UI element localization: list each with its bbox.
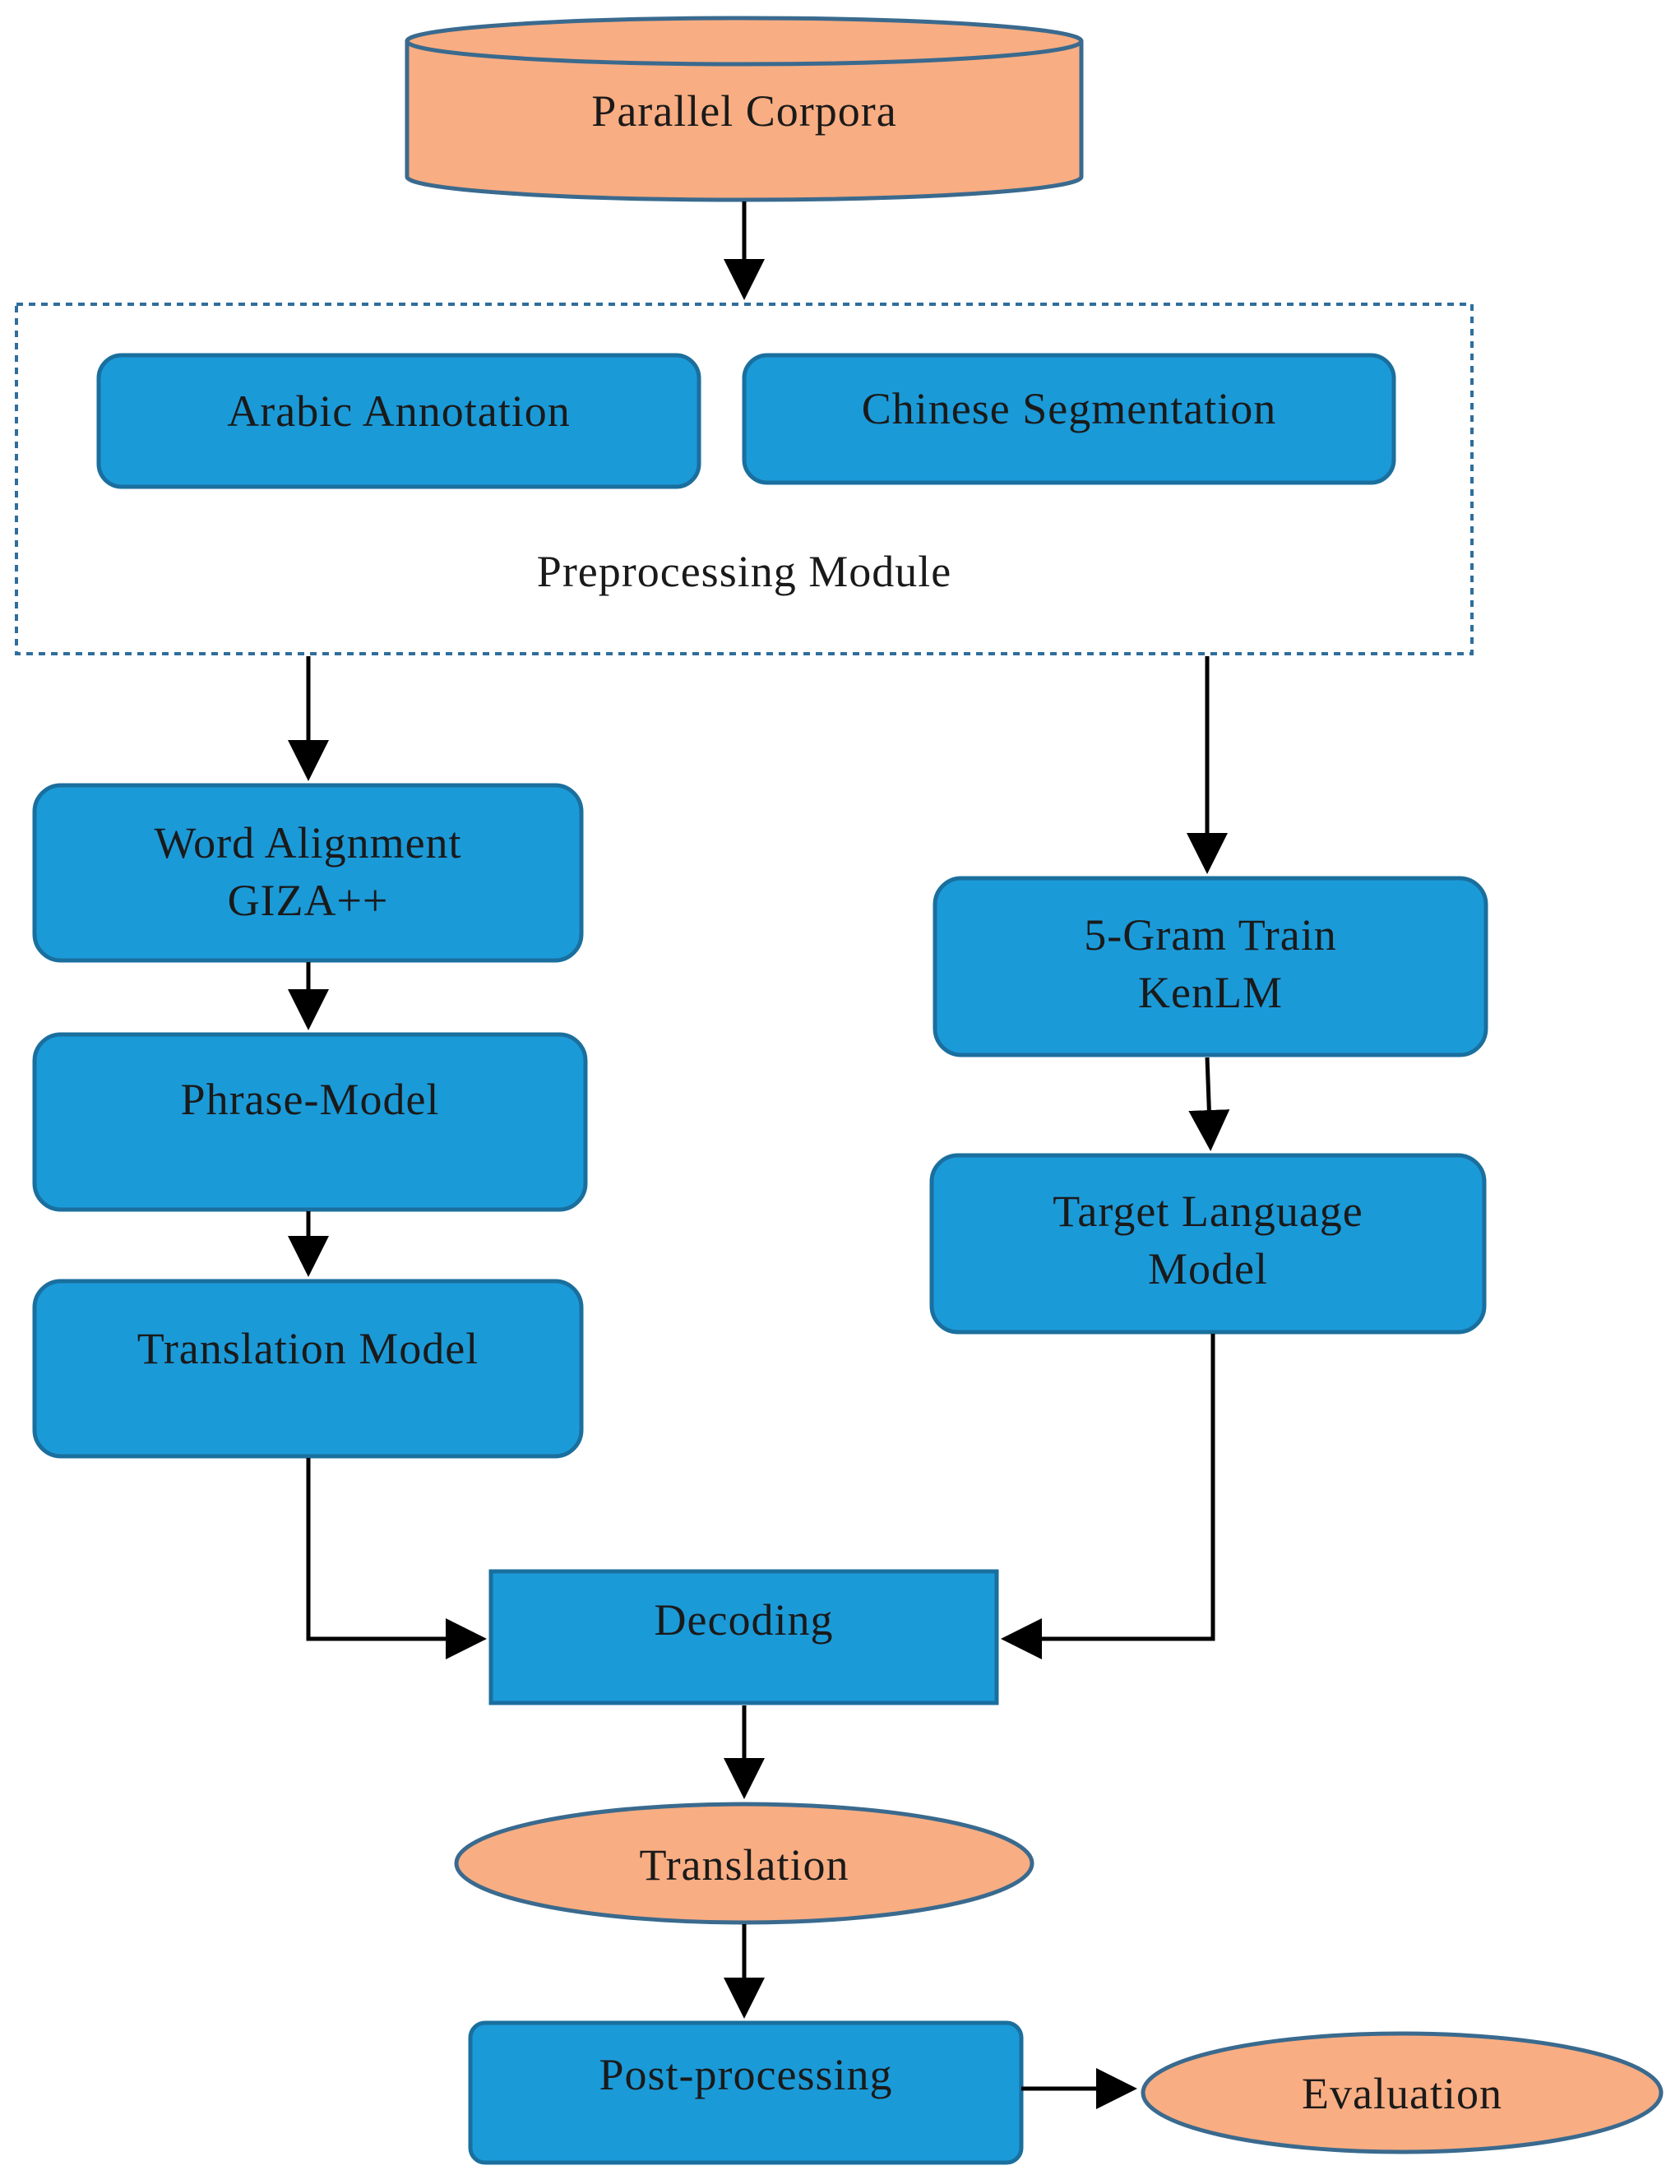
translation-ellipse [454, 1802, 1034, 1925]
target-lm-label-line2: Model [1148, 1244, 1268, 1293]
decoding-label: Decoding [654, 1595, 834, 1645]
word-alignment-label-line2: GIZA++ [227, 876, 389, 925]
arrow-five-gram-to-target-lm [1188, 1057, 1230, 1151]
five-gram-label-line2: KenLM [1138, 968, 1283, 1017]
arabic-annotation-box [96, 353, 701, 489]
post-processing-label: Post-processing [599, 2050, 893, 2099]
five-gram-train-box [933, 876, 1488, 1057]
target-language-model-box [929, 1153, 1487, 1335]
translation-label: Translation [639, 1840, 849, 1890]
word-alignment-label-line1: Word Alignment [154, 818, 462, 868]
phrase-model-box [32, 1032, 588, 1212]
word-alignment-box [32, 783, 584, 963]
chinese-segmentation-label: Chinese Segmentation [861, 384, 1277, 433]
parallel-corpora-cylinder [405, 16, 1084, 202]
five-gram-label-line1: 5-Gram Train [1084, 910, 1337, 960]
evaluation-ellipse [1141, 2031, 1664, 2154]
arabic-annotation-label: Arabic Annotation [227, 386, 571, 436]
evaluation-label: Evaluation [1302, 2069, 1502, 2118]
post-processing-box [468, 2020, 1024, 2165]
preprocessing-module-container [15, 303, 1474, 655]
arrow-target-lm-to-decoding [1001, 1334, 1215, 1659]
chinese-segmentation-box [742, 353, 1396, 485]
preprocessing-module-label: Preprocessing Module [536, 547, 952, 596]
translation-model-box [32, 1279, 584, 1459]
translation-model-label: Translation Model [137, 1324, 479, 1373]
parallel-corpora-label: Parallel Corpora [591, 86, 897, 136]
target-lm-label-line1: Target Language [1053, 1187, 1363, 1236]
decoding-box [488, 1569, 999, 1705]
phrase-model-label: Phrase-Model [180, 1075, 440, 1124]
arrow-translation-model-to-decoding [306, 1458, 487, 1659]
